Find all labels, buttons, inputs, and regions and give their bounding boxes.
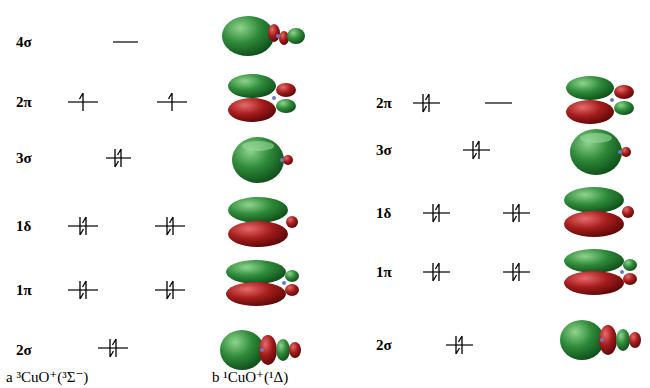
electron-arrow xyxy=(516,263,520,281)
orbital-picture xyxy=(228,197,298,247)
energy-level xyxy=(155,289,185,290)
energy-level xyxy=(68,225,98,226)
energy-level xyxy=(503,212,530,213)
level-label: 3σ xyxy=(16,151,32,166)
electron-arrow xyxy=(436,204,440,222)
electron-arrow xyxy=(513,204,517,222)
electrons xyxy=(80,93,174,357)
electrons xyxy=(423,94,519,354)
level-label: 2σ xyxy=(376,338,392,353)
energy-level xyxy=(485,102,512,103)
level-label: 2π xyxy=(16,95,32,110)
orbital-picture xyxy=(222,16,305,56)
electron-arrow xyxy=(513,263,517,281)
energy-level xyxy=(503,271,530,272)
level-label: 2σ xyxy=(16,343,32,358)
level-label: 1π xyxy=(16,283,32,298)
orbital-pictures xyxy=(560,76,641,360)
electron-arrow xyxy=(433,204,437,222)
electron-arrow xyxy=(423,94,427,112)
orbital-pictures xyxy=(220,16,305,370)
level-label: 1π xyxy=(376,265,392,280)
electron-arrow xyxy=(113,339,117,357)
panel-caption: b ¹CuO⁺(¹Δ) xyxy=(212,370,288,385)
orbital-picture xyxy=(228,74,296,122)
electron-arrow xyxy=(170,217,174,235)
orbital-picture xyxy=(560,320,641,360)
energy-level xyxy=(463,149,490,150)
electron-arrow xyxy=(170,281,174,299)
electron-arrow xyxy=(110,339,114,357)
orbital-picture xyxy=(226,260,299,306)
electron-arrow xyxy=(476,141,480,159)
orbital-picture xyxy=(232,137,293,183)
electron-arrow xyxy=(80,217,84,235)
level-label: 1δ xyxy=(16,219,31,234)
electron-arrow xyxy=(436,263,440,281)
orbital-picture xyxy=(570,129,631,175)
energy-levels xyxy=(413,103,530,345)
electron-arrow xyxy=(83,281,87,299)
orbital-picture xyxy=(566,76,634,124)
orbital-picture xyxy=(564,187,634,237)
level-label: 1δ xyxy=(376,206,391,221)
level-label: 2π xyxy=(376,96,392,111)
electron-arrow xyxy=(169,93,173,111)
energy-level xyxy=(413,102,440,103)
energy-level xyxy=(98,347,128,348)
electron-arrow xyxy=(167,281,171,299)
electron-arrow xyxy=(83,217,87,235)
electron-arrow xyxy=(516,204,520,222)
level-label: 4σ xyxy=(16,35,32,50)
electron-arrow xyxy=(459,336,463,354)
electron-arrow xyxy=(118,149,122,167)
electron-arrow xyxy=(433,263,437,281)
electron-arrow xyxy=(456,336,460,354)
electron-arrow xyxy=(167,217,171,235)
electron-arrow xyxy=(115,149,119,167)
electron-arrow xyxy=(80,281,84,299)
electron-arrow xyxy=(473,141,477,159)
orbital-picture xyxy=(220,330,301,370)
energy-levels xyxy=(68,42,187,348)
panel-caption: a ³CuO⁺(³Σ⁻) xyxy=(6,370,88,385)
energy-level xyxy=(423,271,450,272)
level-label: 3σ xyxy=(376,143,392,158)
energy-level xyxy=(106,157,131,158)
energy-level xyxy=(113,41,138,42)
orbital-picture xyxy=(564,249,637,295)
electron-arrow xyxy=(426,94,430,112)
energy-level xyxy=(155,225,185,226)
energy-level xyxy=(68,289,98,290)
electron-arrow xyxy=(80,93,84,111)
energy-level xyxy=(446,344,473,345)
energy-level xyxy=(423,212,450,213)
